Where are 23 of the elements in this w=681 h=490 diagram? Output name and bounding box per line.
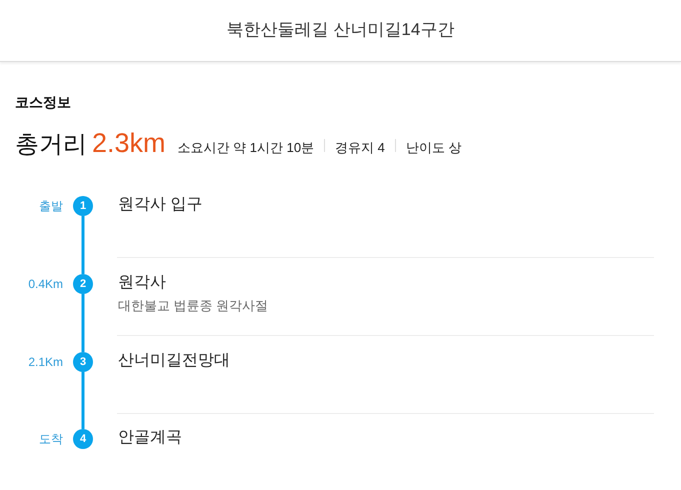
step-number-circle: 2 xyxy=(73,274,93,294)
step-number-circle: 3 xyxy=(73,352,93,372)
waypoint-count: 경유지 4 xyxy=(335,139,385,157)
step-number-circle: 1 xyxy=(73,196,93,216)
duration-text: 소요시간 약 1시간 10분 xyxy=(178,139,314,157)
difficulty-text: 난이도 상 xyxy=(406,139,462,157)
route-line xyxy=(82,372,84,429)
place-description: 대한불교 법륜종 원각사절 xyxy=(118,298,268,314)
stop-label: 0.4Km xyxy=(28,277,63,291)
stop-label: 2.1Km xyxy=(28,355,63,369)
page-title: 북한산둘레길 산너미길14구간 xyxy=(226,19,456,41)
place-name: 산너미길전망대 xyxy=(118,351,230,371)
route-line xyxy=(82,216,84,274)
distance-value: 2.3km xyxy=(92,128,166,159)
step-number-circle: 4 xyxy=(73,429,93,449)
place-name: 원각사 xyxy=(118,273,166,293)
stop-label: 도착 xyxy=(39,432,63,446)
stop-label: 출발 xyxy=(39,199,63,213)
place-name: 원각사 입구 xyxy=(118,195,202,215)
section-heading: 코스정보 xyxy=(15,94,71,112)
route-line xyxy=(82,294,84,352)
distance-heading: 총거리 xyxy=(15,130,87,160)
place-name: 안골계곡 xyxy=(118,428,182,448)
